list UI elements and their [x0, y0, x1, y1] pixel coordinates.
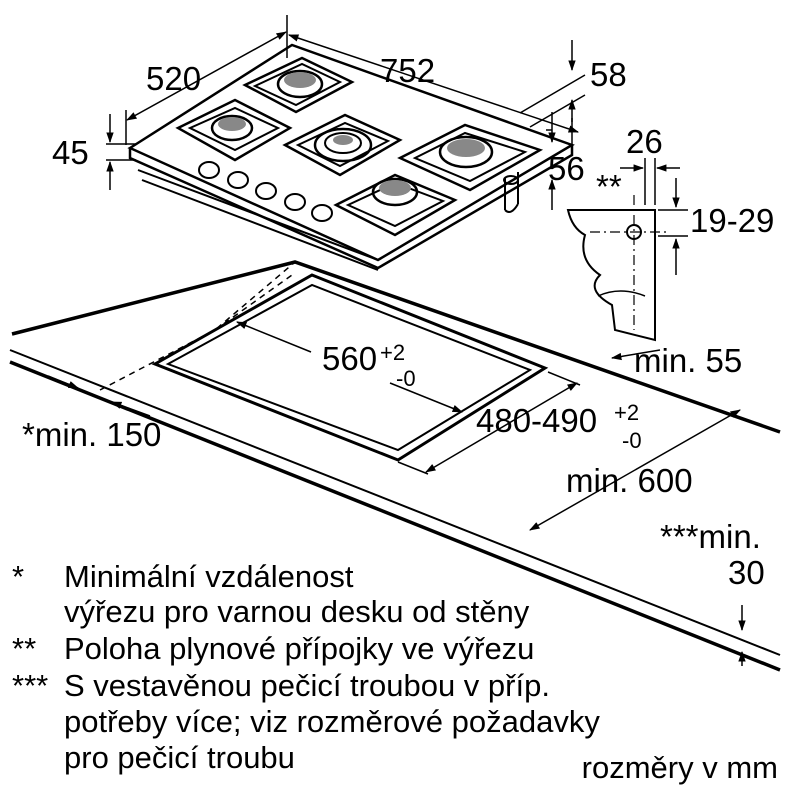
- dim-cutout-depth-tol-minus: -0: [622, 428, 642, 453]
- footnote-3-line-2: potřeby více; viz rozměrové požadavky: [64, 704, 600, 739]
- burner-centre: [282, 113, 403, 177]
- connection-profile: [566, 195, 670, 342]
- hob-dimension-lines: [106, 15, 586, 210]
- burner-front: [333, 173, 458, 237]
- footnote-2-mark: **: [12, 631, 37, 666]
- footnote-3-line-3: pro pečicí troubu: [64, 740, 295, 775]
- footnote-1-line-2: výřezu pro varnou desku od stěny: [64, 594, 530, 629]
- dim-hob-height: 45: [52, 134, 89, 171]
- dim-hob-depth: 520: [146, 60, 201, 97]
- footnote-1-mark: *: [12, 559, 25, 594]
- dim-min-oven-label: ***min.: [660, 518, 761, 555]
- dim-min-worktop: min. 600: [566, 462, 693, 499]
- footnote-1: * Minimální vzdálenost: [12, 559, 353, 594]
- dim-cutout-depth-tol-plus: +2: [614, 400, 639, 425]
- cutout-dimension-lines: [47, 321, 746, 666]
- cutout: [151, 273, 549, 462]
- burner-right: [397, 123, 544, 192]
- dim-hob-width: 752: [380, 52, 435, 89]
- dim-frame-a: 58: [590, 56, 627, 93]
- footnotes: * Minimální vzdálenost výřezu pro varnou …: [0, 553, 800, 800]
- dim-connection-offset: 26: [626, 123, 663, 160]
- burner-left: [175, 98, 293, 162]
- footnote-2-line-1: Poloha plynové přípojky ve výřezu: [64, 631, 535, 666]
- footnote-1-line-1: Minimální vzdálenost: [64, 559, 354, 594]
- dim-cutout-width: 560: [322, 340, 377, 377]
- dim-min-oven-value: 30: [728, 554, 765, 591]
- connection-dimension-lines: [620, 158, 688, 275]
- footnote-3-mark: ***: [12, 668, 49, 703]
- units-label: rozměry v mm: [581, 750, 778, 785]
- footnote-3: *** S vestavěnou pečicí troubou v příp.: [12, 668, 550, 703]
- dim-cutout-width-tol-plus: +2: [380, 340, 405, 365]
- dim-min-wall: *min. 150: [22, 416, 161, 453]
- wall-distance-lines: [99, 261, 296, 391]
- dim-min-front: min. 55: [634, 342, 742, 379]
- footnote-2: ** Poloha plynové přípojky ve výřezu: [12, 631, 534, 666]
- dim-connection-height: 19-29: [690, 202, 774, 239]
- dim-cutout-width-tol-minus: -0: [396, 366, 416, 391]
- control-knobs: [198, 161, 333, 222]
- dim-frame-b: 56: [548, 150, 585, 187]
- dim-cutout-depth: 480-490: [476, 402, 597, 439]
- footnote-3-line-1: S vestavěnou pečicí troubou v příp.: [64, 668, 550, 703]
- connection-mark: **: [596, 168, 622, 205]
